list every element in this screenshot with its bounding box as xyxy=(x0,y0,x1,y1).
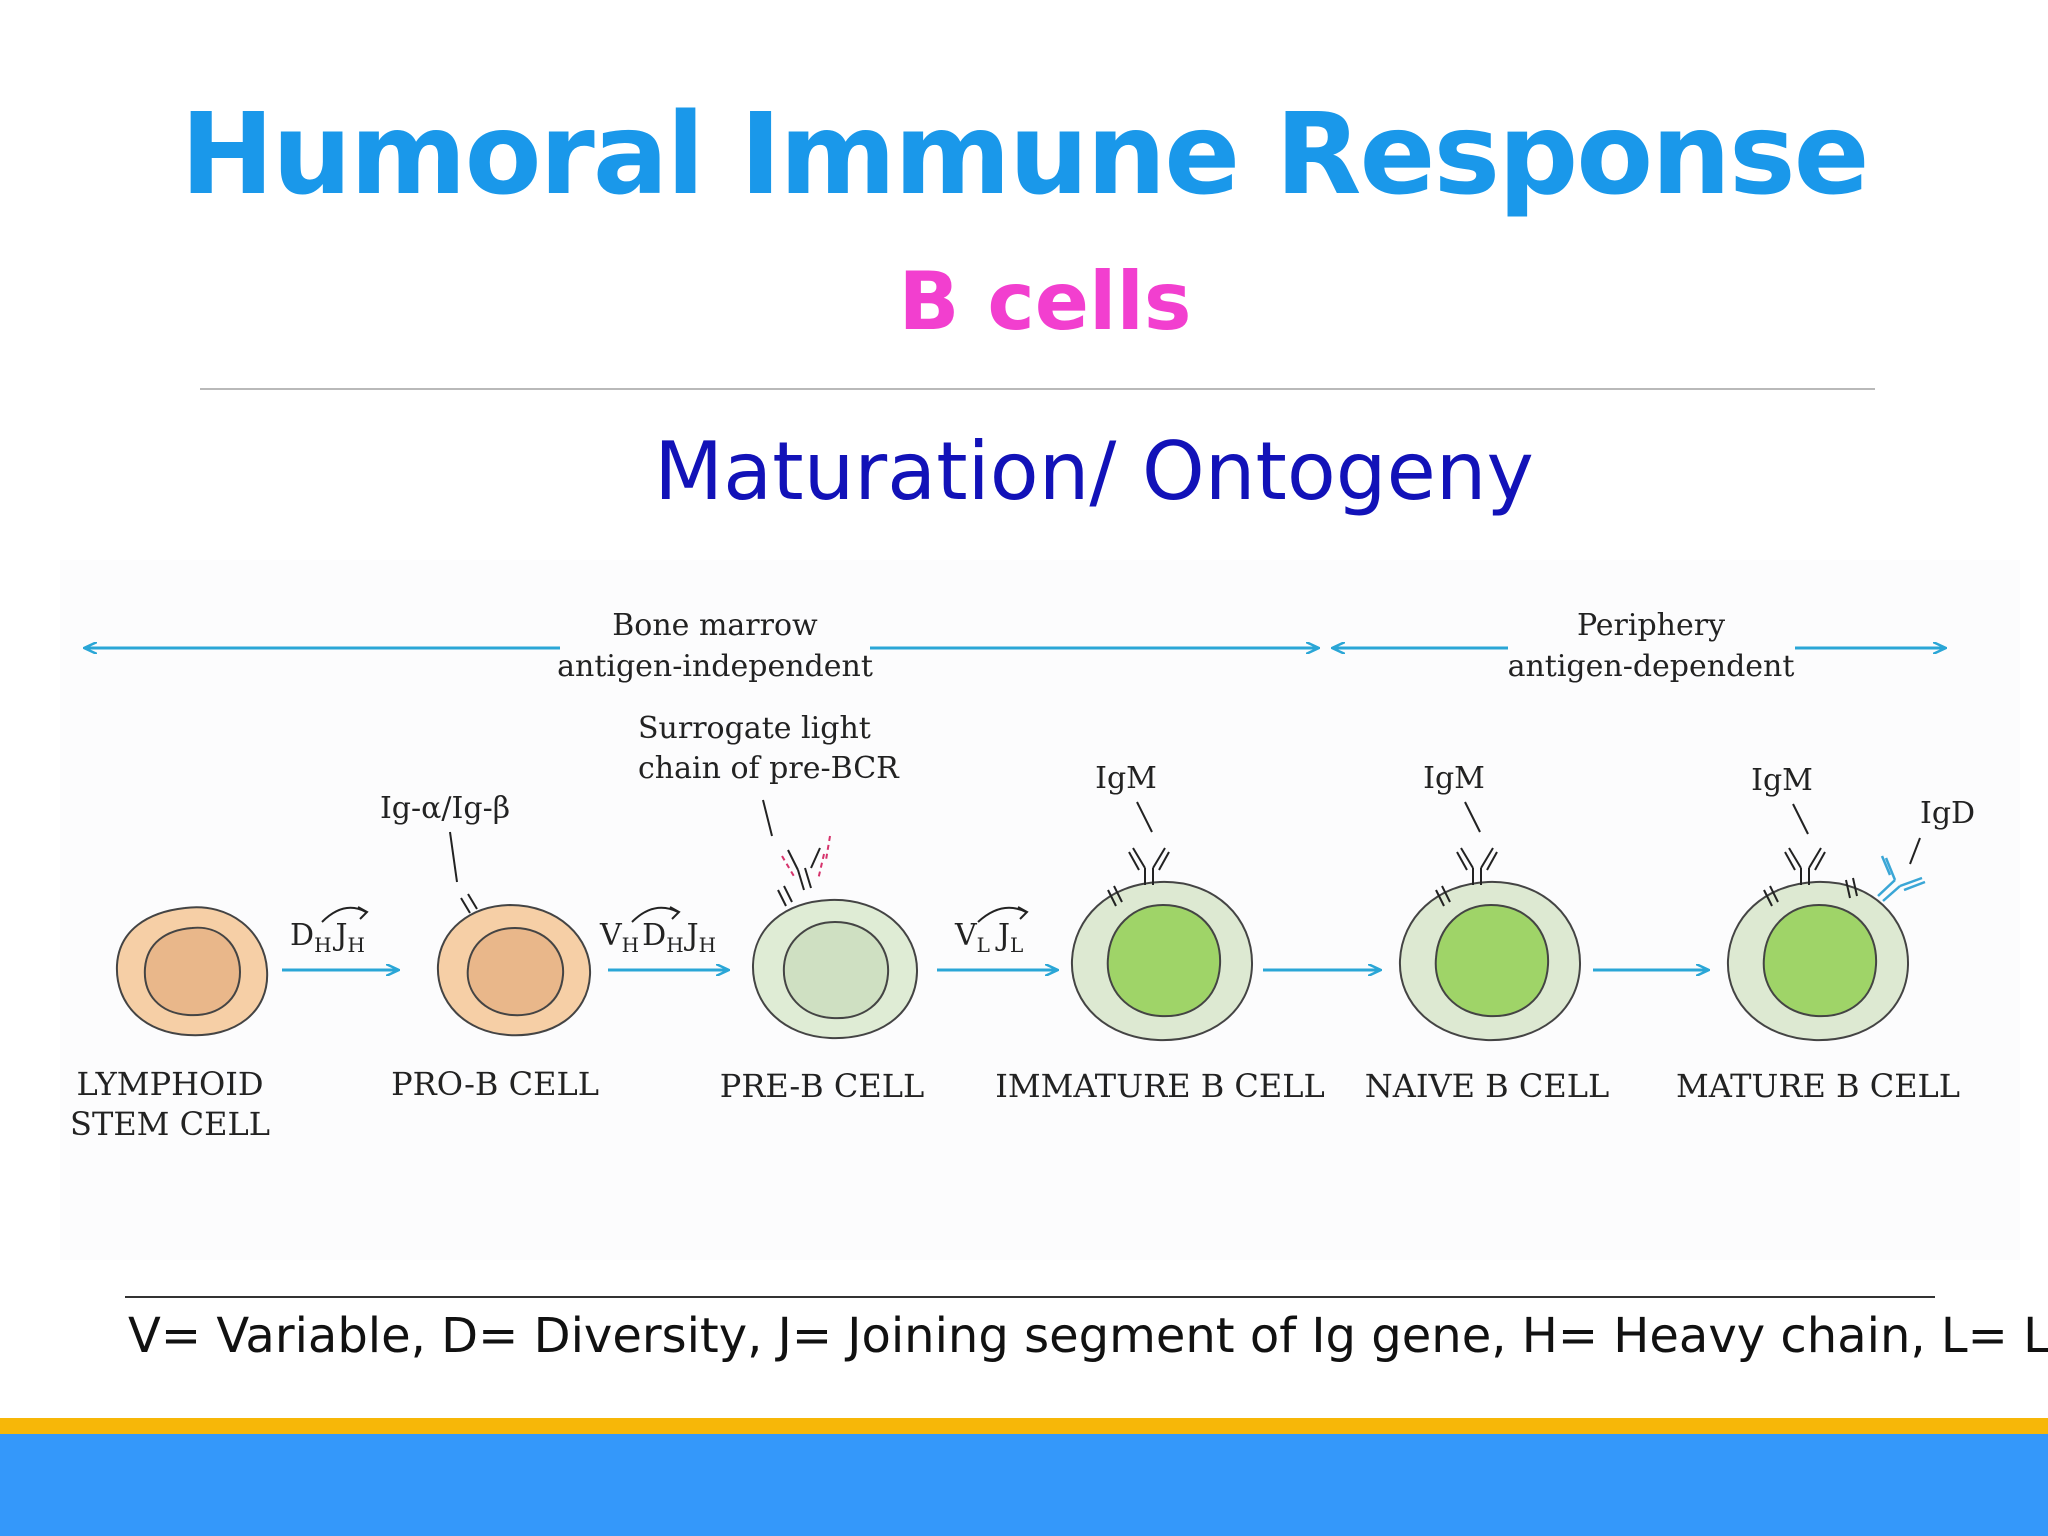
pre-b-cell-nucleus xyxy=(782,920,890,1020)
cell-pre-b: Surrogate light chain of pre-BCR xyxy=(638,711,919,1040)
igm-pointer xyxy=(1136,801,1153,833)
naive-b-cell-nucleus xyxy=(1434,903,1550,1018)
v-subscript: L xyxy=(977,933,990,957)
d-subscript: H xyxy=(314,933,331,957)
cell-naive-b: IgM xyxy=(1398,761,1582,1042)
v-segment: V xyxy=(954,918,978,953)
ig-alpha-beta-label: Ig-α/Ig-β xyxy=(380,791,510,826)
region-bone-marrow-line2: antigen-independent xyxy=(557,649,873,684)
surrogate-label-line1: Surrogate light xyxy=(638,711,871,746)
j-segment: J xyxy=(333,918,348,953)
slide-title: Humoral Immune Response xyxy=(180,90,1869,220)
region-periphery: Periphery antigen-dependent xyxy=(1333,608,1945,684)
ig-alpha-beta-pointer xyxy=(449,831,458,883)
v-segment: V xyxy=(599,918,623,953)
d-segment: D xyxy=(642,918,666,953)
region-bone-marrow: Bone marrow antigen-independent xyxy=(85,608,1318,684)
rejoin-arrowhead-icon xyxy=(669,906,681,920)
igm-label-immature: IgM xyxy=(1095,761,1157,796)
title-divider xyxy=(200,388,1875,390)
region-bone-marrow-line1: Bone marrow xyxy=(612,608,818,643)
label-lymphoid-stem-line2: STEM CELL xyxy=(70,1105,270,1143)
ig-alpha-beta-receptor-icon xyxy=(460,893,478,914)
j-segment: J xyxy=(684,918,699,953)
igm-label-naive: IgM xyxy=(1423,761,1485,796)
cell-mature-b: IgM IgD xyxy=(1726,763,1975,1042)
label-immature-b: IMMATURE B CELL xyxy=(995,1067,1325,1105)
j-segment: J xyxy=(995,918,1010,953)
igd-pointer xyxy=(1909,837,1921,865)
pro-b-cell-nucleus xyxy=(466,926,565,1017)
region-periphery-line1: Periphery xyxy=(1577,608,1725,643)
footer-accent-stripe xyxy=(0,1418,2048,1434)
pre-bcr-receptor-icon xyxy=(777,847,821,907)
rejoin-arrowhead-icon xyxy=(1017,906,1029,920)
cell-pro-b: Ig-α/Ig-β xyxy=(380,791,592,1037)
igm-pointer xyxy=(1792,803,1809,835)
igm-receptor-icon xyxy=(1107,847,1170,907)
igm-label-mature: IgM xyxy=(1751,763,1813,798)
b-cell-maturation-diagram: Bone marrow antigen-independent Peripher… xyxy=(60,560,2020,1260)
region-periphery-line2: antigen-dependent xyxy=(1508,649,1795,684)
igd-label: IgD xyxy=(1920,796,1975,831)
diagram-svg: Bone marrow antigen-independent Peripher… xyxy=(70,608,1975,1143)
surrogate-label-line2: chain of pre-BCR xyxy=(638,751,900,786)
footer-band xyxy=(0,1434,2048,1536)
label-naive-b: NAIVE B CELL xyxy=(1365,1067,1609,1105)
stem-cell-nucleus xyxy=(143,926,242,1017)
immature-b-cell-nucleus xyxy=(1106,903,1222,1018)
cell-immature-b: IgM xyxy=(1070,761,1254,1042)
v-subscript: H xyxy=(622,933,639,957)
rejoin-arrowhead-icon xyxy=(357,906,369,920)
igm-pointer xyxy=(1464,801,1481,833)
label-pre-b: PRE-B CELL xyxy=(720,1067,924,1105)
igm-receptor-icon xyxy=(1763,847,1858,907)
d-subscript: H xyxy=(666,933,683,957)
igm-receptor-icon xyxy=(1435,847,1498,907)
slide-subtitle: B cells xyxy=(898,255,1192,348)
j-subscript: L xyxy=(1010,933,1023,957)
igd-receptor-icon xyxy=(1877,855,1926,902)
footnote-legend: V= Variable, D= Diversity, J= Joining se… xyxy=(128,1308,2048,1364)
surrogate-light-chain-icon xyxy=(781,835,831,881)
cell-lymphoid-stem xyxy=(115,906,269,1037)
label-lymphoid-stem-line1: LYMPHOID xyxy=(76,1065,263,1103)
section-heading: Maturation/ Ontogeny xyxy=(654,425,1534,518)
d-segment: D xyxy=(290,918,314,953)
mature-b-cell-nucleus xyxy=(1762,903,1878,1018)
j-subscript: H xyxy=(348,933,365,957)
footnote-divider xyxy=(125,1296,1935,1298)
surrogate-pointer xyxy=(762,799,773,837)
label-pro-b: PRO-B CELL xyxy=(391,1065,599,1103)
j-subscript: H xyxy=(699,933,716,957)
label-mature-b: MATURE B CELL xyxy=(1676,1067,1960,1105)
